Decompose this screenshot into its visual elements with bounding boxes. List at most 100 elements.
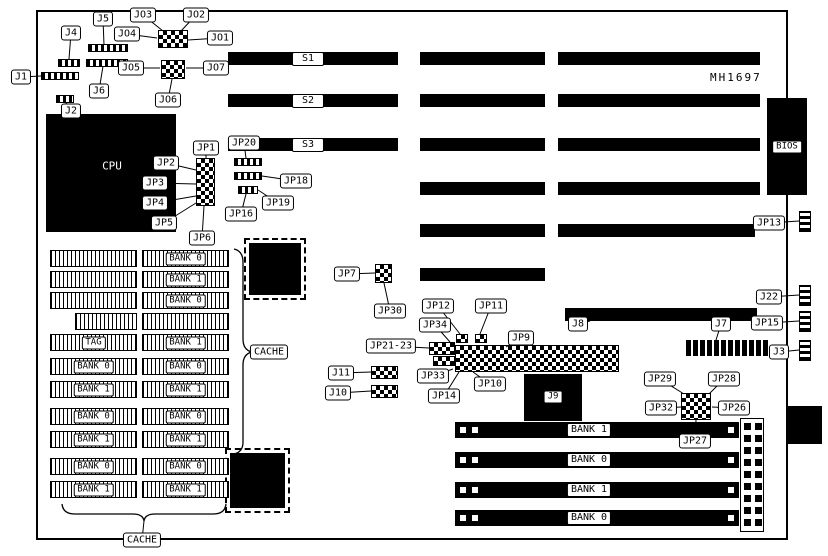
jumper-grid [475,334,487,343]
simm-key [727,426,735,434]
pin-strip [234,172,262,180]
slot-bar [558,182,760,195]
memory-chip-label: BANK 0 [73,360,114,374]
simm-label: BANK 1 [566,423,612,437]
bios-label: BIOS [772,140,802,154]
simm-label: BANK 1 [566,483,612,497]
callout-jp21-23: JP21-23 [365,338,417,354]
callout-jp34: JP34 [418,317,452,333]
power-pin [755,435,762,442]
edge-connector [799,211,811,232]
memory-chip-label: BANK 0 [73,460,114,474]
callout-jp6: JP6 [188,230,216,246]
jumper-grid [371,385,398,398]
slot-bar [558,224,755,237]
jumper-grid [161,60,185,79]
callout-j1: J1 [10,69,32,85]
qfp-chip [244,238,306,300]
memory-chip-label: BANK 0 [165,360,206,374]
callout-jp1: JP1 [192,140,220,156]
simm-key [471,426,479,434]
memory-chip-label: BANK 0 [165,252,206,266]
callout-cache: CACHE [122,532,162,548]
simm-key [471,486,479,494]
power-pin [755,459,762,466]
power-pin [755,483,762,490]
simm-key [459,456,467,464]
callout-j5: J5 [92,11,114,27]
callout-jp16: JP16 [224,206,258,222]
pin-strip [41,72,79,80]
callout-jp32: JP32 [644,400,678,416]
simm-key [727,486,735,494]
jumper-grid [456,334,468,343]
callout-jp20: JP20 [227,135,261,151]
pin-strip [238,186,258,194]
callout-jp30: JP30 [373,303,407,319]
cpu-label: CPU [102,159,122,173]
callout-jp26: JP26 [717,400,751,416]
callout-jp7: JP7 [333,266,361,282]
slot-bar [558,52,760,65]
memory-chip-label: BANK 1 [73,483,114,497]
jumper-grid [196,158,215,206]
connector-bar [565,308,757,321]
slot-bar [558,138,760,151]
qfp-chip [225,448,290,513]
callout-jp27: JP27 [678,433,712,449]
jumper-grid [455,345,619,372]
callout-jp33: JP33 [416,368,450,384]
jumper-grid [371,366,398,379]
power-pin [744,483,751,490]
callout-jp15: JP15 [750,315,784,331]
jumper-grid [433,356,455,366]
simm-label: BANK 0 [566,453,612,467]
simm-key [459,426,467,434]
simm-key [727,456,735,464]
memory-chip [50,250,137,267]
jumper-grid [158,30,188,48]
simm-key [459,514,467,522]
memory-chip-label: BANK 1 [165,336,206,350]
simm-label: BANK 0 [566,511,612,525]
edge-connector [799,311,811,332]
callout-j7: J7 [710,316,732,332]
slot-bar [420,52,545,65]
slot-label-s1: S1 [291,52,325,66]
memory-chip-label: BANK 0 [165,410,206,424]
pin-strip [58,59,80,67]
memory-chip [142,313,229,330]
memory-chip-label: BANK 1 [73,433,114,447]
edge-connector [799,285,811,306]
slot-bar [420,182,545,195]
pin-strip [56,95,74,103]
power-pin [744,435,751,442]
callout-j8: J8 [567,316,589,332]
power-pin [744,459,751,466]
callout-jo4: JO4 [113,26,141,42]
callout-j22: J22 [755,289,783,305]
callout-jo5: JO5 [117,60,145,76]
simm-key [471,456,479,464]
callout-jp4: JP4 [141,195,169,211]
callout-jp28: JP28 [707,371,741,387]
callout-jp10: JP10 [473,376,507,392]
callout-jo3: JO3 [129,7,157,23]
board-code: MH1697 [710,71,762,84]
callout-jo2: JO2 [182,7,210,23]
power-pin [755,423,762,430]
callout-jp3: JP3 [141,175,169,191]
power-pin [755,519,762,526]
power-pin [755,495,762,502]
memory-chip-label: BANK 0 [165,460,206,474]
callout-jp11: JP11 [474,298,508,314]
pin-strip [234,158,262,166]
power-pin [755,507,762,514]
callout-j11: J11 [327,365,355,381]
memory-chip [50,271,137,288]
memory-chip-label: BANK 1 [165,273,206,287]
slot-bar [420,138,545,151]
callout-jp19: JP19 [261,195,295,211]
power-pin [744,447,751,454]
